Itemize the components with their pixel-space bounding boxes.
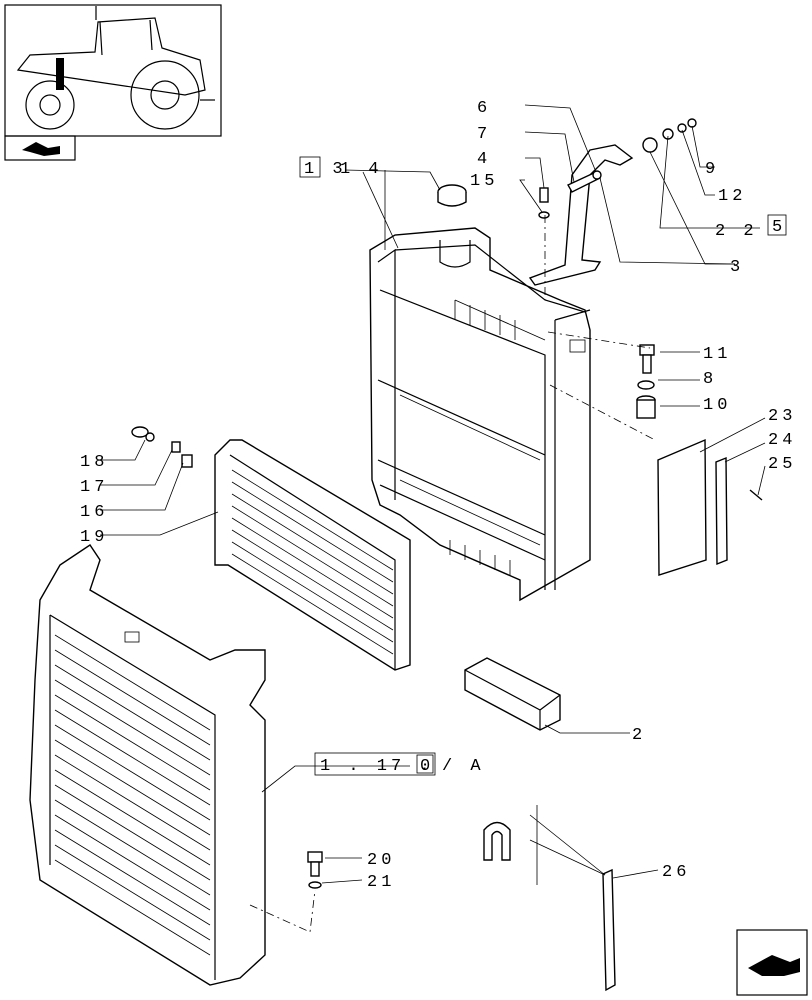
bolt-11 bbox=[639, 344, 655, 374]
callout-17: 17 bbox=[80, 478, 108, 497]
callout-ref-box bbox=[314, 752, 436, 776]
callout-14: 1 4 bbox=[340, 160, 383, 179]
callout-26: 26 bbox=[662, 863, 690, 882]
callout-15: 15 bbox=[470, 172, 498, 191]
callout-4: 4 bbox=[477, 150, 491, 169]
fitting-22 bbox=[642, 118, 697, 153]
callout-19: 19 bbox=[80, 528, 108, 547]
callout-7: 7 bbox=[477, 125, 491, 144]
oil-cooler bbox=[214, 439, 411, 671]
callout-8: 8 bbox=[703, 370, 717, 389]
seal-block-2 bbox=[464, 657, 561, 731]
callout-13-box bbox=[299, 156, 321, 178]
next-page-arrow-icon[interactable] bbox=[736, 929, 808, 996]
callout-13: 1 3 bbox=[304, 160, 347, 179]
fitting-18 bbox=[131, 426, 155, 442]
cover-plate-23 bbox=[657, 438, 707, 576]
callout-12: 12 bbox=[718, 187, 746, 206]
callout-25-box bbox=[767, 214, 787, 236]
leader-lines bbox=[100, 104, 766, 933]
callout-10: 10 bbox=[703, 396, 731, 415]
callout-25: 25 bbox=[768, 455, 796, 474]
bolt-6-7 bbox=[567, 170, 602, 193]
tractor-thumbnail-icon[interactable] bbox=[4, 4, 222, 137]
callout-ref-boxed: 0 bbox=[420, 757, 430, 776]
callout-20: 20 bbox=[367, 851, 395, 870]
bushing-10 bbox=[636, 395, 656, 419]
clip-16 bbox=[181, 454, 193, 468]
callout-22: 2 2 bbox=[715, 222, 758, 241]
bolt-20 bbox=[307, 851, 323, 877]
washer-8 bbox=[637, 380, 655, 390]
washer-21 bbox=[308, 881, 322, 889]
mounting-bracket bbox=[528, 144, 634, 286]
callout-ref-prefix: 1 . 17 . bbox=[320, 757, 434, 776]
callout-labels: 6 7 4 15 9 12 2 2 5 3 1 3 1 4 11 8 10 23… bbox=[80, 99, 796, 892]
radiator bbox=[369, 227, 591, 602]
washer-17 bbox=[171, 441, 181, 453]
seal-profile-26 bbox=[483, 821, 616, 992]
callout-25-boxed: 5 bbox=[772, 218, 782, 237]
bolt-4 bbox=[538, 187, 550, 219]
callout-18: 18 bbox=[80, 453, 108, 472]
callout-21: 21 bbox=[367, 873, 395, 892]
callout-9: 9 bbox=[705, 160, 719, 179]
callout-24: 24 bbox=[768, 431, 796, 450]
callout-23: 23 bbox=[768, 407, 796, 426]
section-arrow-icon[interactable] bbox=[4, 135, 76, 161]
callout-2: 2 bbox=[632, 726, 646, 745]
callout-16: 16 bbox=[80, 503, 108, 522]
pin-25 bbox=[749, 489, 763, 501]
radiator-cap bbox=[437, 184, 467, 207]
strip-24 bbox=[715, 456, 728, 566]
intercooler bbox=[29, 544, 266, 986]
callout-11: 11 bbox=[703, 345, 731, 364]
callout-ref-inner-box bbox=[416, 754, 434, 774]
callout-3: 3 bbox=[730, 258, 744, 277]
callout-6: 6 bbox=[477, 99, 491, 118]
callout-ref-suffix: / A bbox=[442, 757, 485, 776]
